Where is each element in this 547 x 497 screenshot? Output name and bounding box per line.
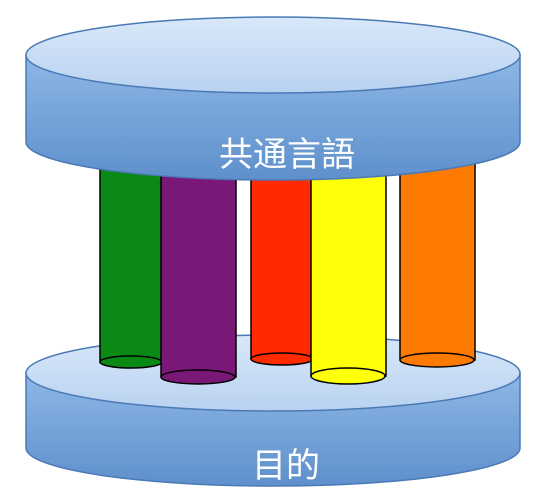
top-disk: 共通言語 <box>25 16 521 181</box>
bottom-disk-label: 目的 <box>252 446 320 486</box>
pillars-group <box>99 159 476 385</box>
pillar-orange <box>399 159 476 368</box>
pillar-green <box>99 163 163 369</box>
pillar-red <box>250 163 314 366</box>
pillar-yellow <box>310 171 387 385</box>
top-disk-label: 共通言語 <box>219 135 355 175</box>
pillar-purple <box>160 171 237 385</box>
